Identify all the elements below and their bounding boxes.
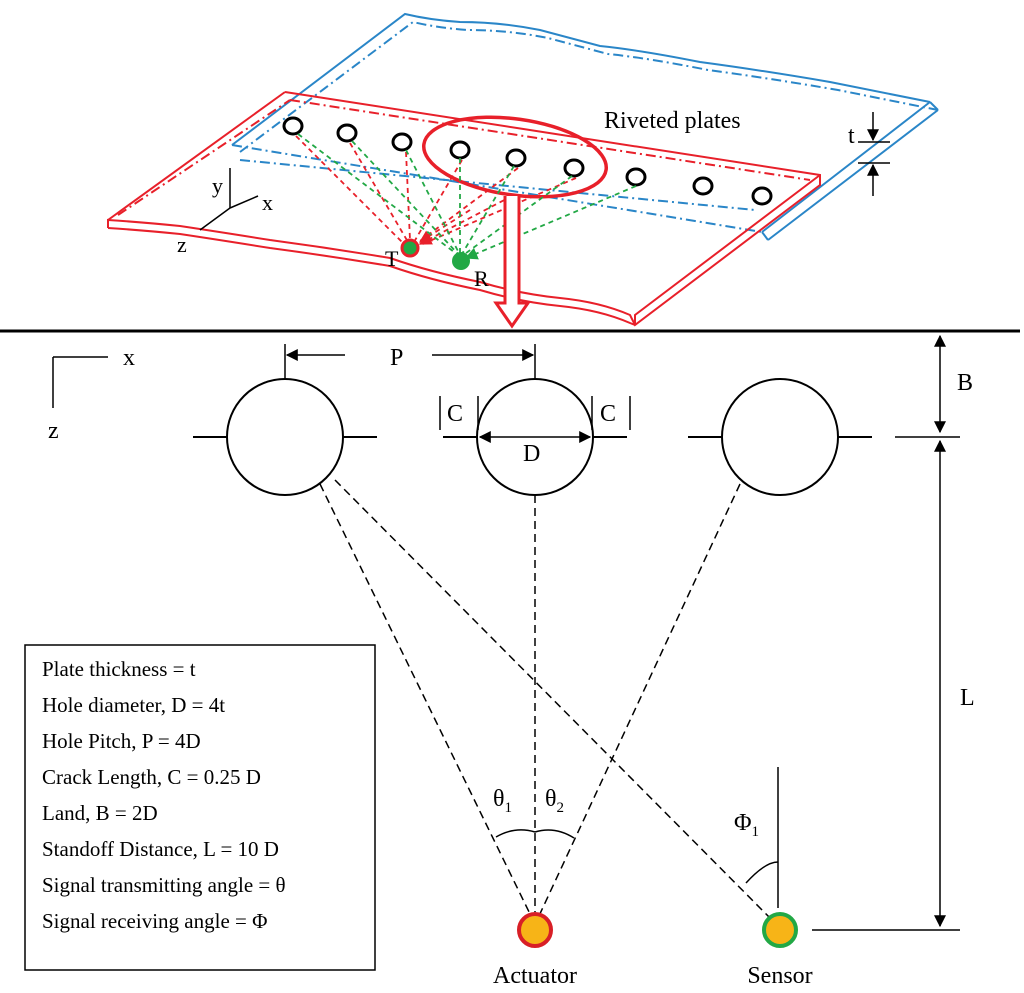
top-axes xyxy=(199,168,259,231)
legend-line: Hole diameter, D = 4t xyxy=(42,693,225,717)
transmitter-marker xyxy=(400,238,420,258)
thickness-indicator xyxy=(858,112,890,196)
theta1-label: θ1 xyxy=(493,786,512,816)
upper-plate xyxy=(231,12,939,241)
rivet-hole-2 xyxy=(336,123,358,143)
signal-rays-return xyxy=(297,133,637,260)
rivet-hole-8 xyxy=(692,176,714,196)
diameter-label: D xyxy=(523,441,540,467)
legend-line: Signal transmitting angle = θ xyxy=(42,873,286,897)
inspection-zone-highlight xyxy=(421,115,609,199)
legend-line: Hole Pitch, P = 4D xyxy=(42,729,201,753)
top-holes xyxy=(282,116,773,206)
crack-label-left: C xyxy=(447,401,463,427)
legend-line: Standoff Distance, L = 10 D xyxy=(42,837,279,861)
actuator-marker xyxy=(517,912,553,948)
rivet-hole-9 xyxy=(751,186,773,206)
sensor-label: Sensor xyxy=(747,963,812,989)
section-axis-z-label: z xyxy=(48,418,59,444)
theta2-label: θ2 xyxy=(545,786,564,816)
rivet-hole-5 xyxy=(505,148,527,168)
top-axis-y-label: y xyxy=(212,173,223,198)
phi1-label: Φ1 xyxy=(734,810,759,840)
wave-paths xyxy=(319,479,773,921)
rivet-hole-6 xyxy=(563,158,585,178)
section-holes xyxy=(226,378,839,496)
hole-left xyxy=(226,378,344,496)
receiver-label: R xyxy=(474,266,489,291)
section-axes xyxy=(52,356,108,408)
legend-line: Land, B = 2D xyxy=(42,801,158,825)
rivet-hole-3 xyxy=(391,132,413,152)
thickness-label: t xyxy=(848,123,855,149)
standoff-label: L xyxy=(960,685,975,711)
angle-arcs xyxy=(495,829,779,884)
lower-plate xyxy=(107,91,821,327)
transmitter-label: T xyxy=(385,246,399,271)
top-axis-z-label: z xyxy=(177,232,187,257)
hole-right xyxy=(721,378,839,496)
plate-title: Riveted plates xyxy=(604,108,741,134)
parameter-legend-box xyxy=(24,644,376,971)
legend-line: Signal receiving angle = Φ xyxy=(42,909,267,933)
top-axis-x-label: x xyxy=(262,190,273,215)
land-label: B xyxy=(957,370,973,396)
pitch-dimension xyxy=(284,344,536,380)
pitch-label: P xyxy=(390,345,403,371)
crack-dimension-marks xyxy=(439,396,631,430)
parameter-legend: Plate thickness = t Hole diameter, D = 4… xyxy=(42,657,286,933)
sensor-marker xyxy=(762,912,798,948)
rivet-hole-4 xyxy=(449,140,471,160)
rivet-hole-1 xyxy=(282,116,304,136)
projection-arrow xyxy=(493,196,531,329)
section-axis-x-label: x xyxy=(123,345,135,371)
crack-label-right: C xyxy=(600,401,616,427)
actuator-label: Actuator xyxy=(493,963,577,989)
legend-line: Crack Length, C = 0.25 D xyxy=(42,765,261,789)
land-standoff-dimensions xyxy=(812,334,960,931)
receiver-marker xyxy=(452,252,470,270)
rivet-hole-7 xyxy=(625,167,647,187)
legend-line: Plate thickness = t xyxy=(42,657,196,681)
